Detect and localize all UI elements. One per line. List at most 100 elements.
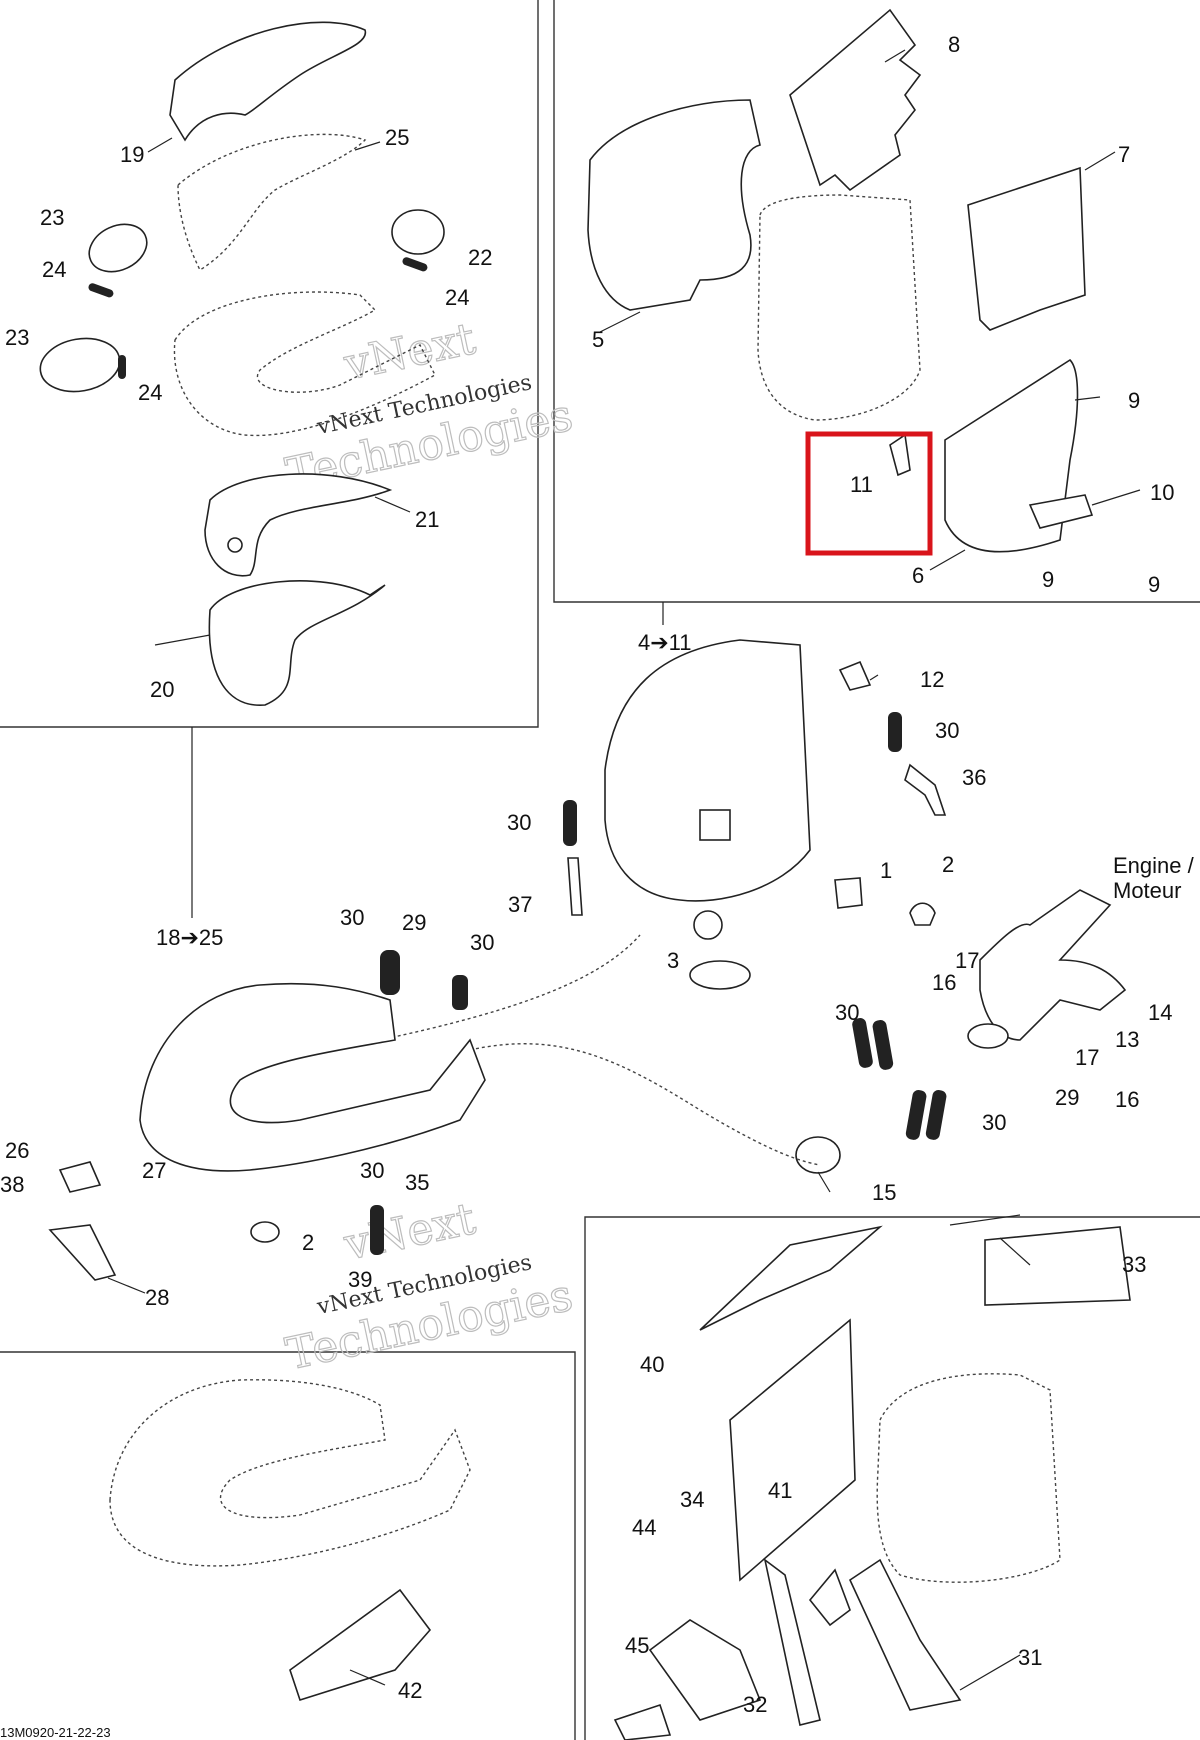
cap-2b [250, 1221, 280, 1243]
callout-11: 11 [850, 472, 873, 497]
bottom-right-shields [613, 1225, 1131, 1740]
callout-38: 38 [0, 1172, 24, 1197]
shield-42 [289, 1588, 432, 1701]
callout-4: 4➔11 [638, 630, 692, 655]
bracket-28 [48, 1224, 117, 1281]
callout-18: 18➔25 [156, 925, 223, 950]
leader-lines [107, 49, 1141, 1691]
callout-41: 41 [768, 1478, 792, 1503]
callout-29: 29 [1055, 1085, 1079, 1110]
exhaust-manifold [379, 889, 1127, 1174]
pad-45 [613, 1703, 672, 1740]
panel-33 [984, 1226, 1131, 1306]
spring-30a [563, 800, 577, 846]
callout-30: 30 [507, 810, 531, 835]
cap-2 [909, 902, 936, 926]
plate-10 [1028, 494, 1094, 529]
callout-5: 5 [592, 327, 604, 352]
heat-shield-19 [169, 21, 367, 142]
callout-2: 2 [302, 1230, 314, 1255]
shield-41 [808, 1568, 851, 1627]
clip-11 [889, 433, 911, 477]
callout-27: 27 [142, 1158, 166, 1183]
watermark: vNext vNext Technologies Technologies [281, 1193, 578, 1381]
bracket-26 [58, 1161, 102, 1193]
callout-16: 16 [1115, 1087, 1139, 1112]
damper-1 [834, 877, 863, 909]
muffler-4 [604, 639, 811, 902]
callout-19: 19 [120, 142, 144, 167]
heat-shield-25 [177, 133, 367, 272]
shield-31 [848, 1558, 962, 1711]
muffler-shell-5 [587, 99, 761, 311]
tuned-pipe-18 [139, 982, 486, 1172]
clamp-22 [391, 209, 445, 255]
callout-14: 14 [1148, 1000, 1172, 1025]
callout-28: 28 [145, 1285, 169, 1310]
panel-7 [967, 166, 1086, 331]
callout-23: 23 [5, 325, 29, 350]
callout-9: 9 [1148, 572, 1160, 597]
callout-9: 9 [1042, 567, 1054, 592]
spring-30c [888, 712, 902, 752]
callout-33: 33 [1122, 1252, 1146, 1277]
callout-15: 15 [872, 1180, 896, 1205]
muffler-assembly [563, 639, 947, 990]
pipe-assembled [109, 1379, 471, 1701]
shield-32 [763, 1558, 821, 1726]
spring-30d [852, 1018, 873, 1068]
callout-24: 24 [42, 257, 66, 282]
callout-1: 1 [880, 858, 892, 883]
callout-9: 9 [1128, 388, 1140, 413]
spring-24 [88, 283, 114, 298]
bracket-37 [567, 857, 583, 916]
spring-24c [118, 355, 126, 379]
muffler-inner-group [587, 8, 1094, 553]
engine-label: Engine / [1113, 853, 1195, 878]
callout-6: 6 [912, 563, 924, 588]
callout-30: 30 [470, 930, 494, 955]
callout-2: 2 [942, 852, 954, 877]
muffler-dashed [757, 194, 921, 421]
damper-12 [838, 660, 872, 691]
drawing-code: 13M0920-21-22-23 [0, 1725, 111, 1740]
svg-text:vNext: vNext [339, 313, 480, 391]
callout-44: 44 [632, 1515, 656, 1540]
tuned-pipe [48, 950, 486, 1281]
callout-24: 24 [445, 285, 469, 310]
callout-3: 3 [667, 948, 679, 973]
shield-34 [729, 1318, 856, 1582]
callout-23: 23 [40, 205, 64, 230]
callout-13: 13 [1115, 1027, 1139, 1052]
heat-shield-20 [208, 580, 386, 706]
callout-24: 24 [138, 380, 162, 405]
heat-shield-21 [204, 473, 393, 577]
shield-44 [648, 1619, 762, 1721]
moteur-label: Moteur [1113, 878, 1181, 903]
callout-45: 45 [625, 1633, 649, 1658]
callout-26: 26 [5, 1138, 29, 1163]
callout-17: 17 [1075, 1045, 1099, 1070]
callout-30: 30 [835, 1000, 859, 1025]
spring-24b [402, 257, 428, 272]
callout-35: 35 [405, 1170, 429, 1195]
callout-29: 29 [402, 910, 426, 935]
shield-40 [699, 1225, 883, 1331]
callout-30: 30 [360, 1158, 384, 1183]
callout-32: 32 [743, 1692, 767, 1717]
callout-31: 31 [1018, 1645, 1042, 1670]
clamp-23b [39, 337, 121, 393]
callout-16: 16 [932, 970, 956, 995]
callout-40: 40 [640, 1352, 664, 1377]
spring-30e [905, 1090, 927, 1140]
callout-30: 30 [982, 1110, 1006, 1135]
watermark: vNext vNext Technologies Technologies [281, 313, 578, 501]
callout-22: 22 [468, 245, 492, 270]
callout-25: 25 [385, 125, 409, 150]
callout-30: 30 [340, 905, 364, 930]
callout-7: 7 [1118, 142, 1130, 167]
panel-8 [789, 8, 922, 192]
callout-labels: 19 25 23 24 22 24 23 24 21 20 8 7 5 9 11… [0, 32, 1195, 1717]
manifold-13 [979, 889, 1127, 1041]
